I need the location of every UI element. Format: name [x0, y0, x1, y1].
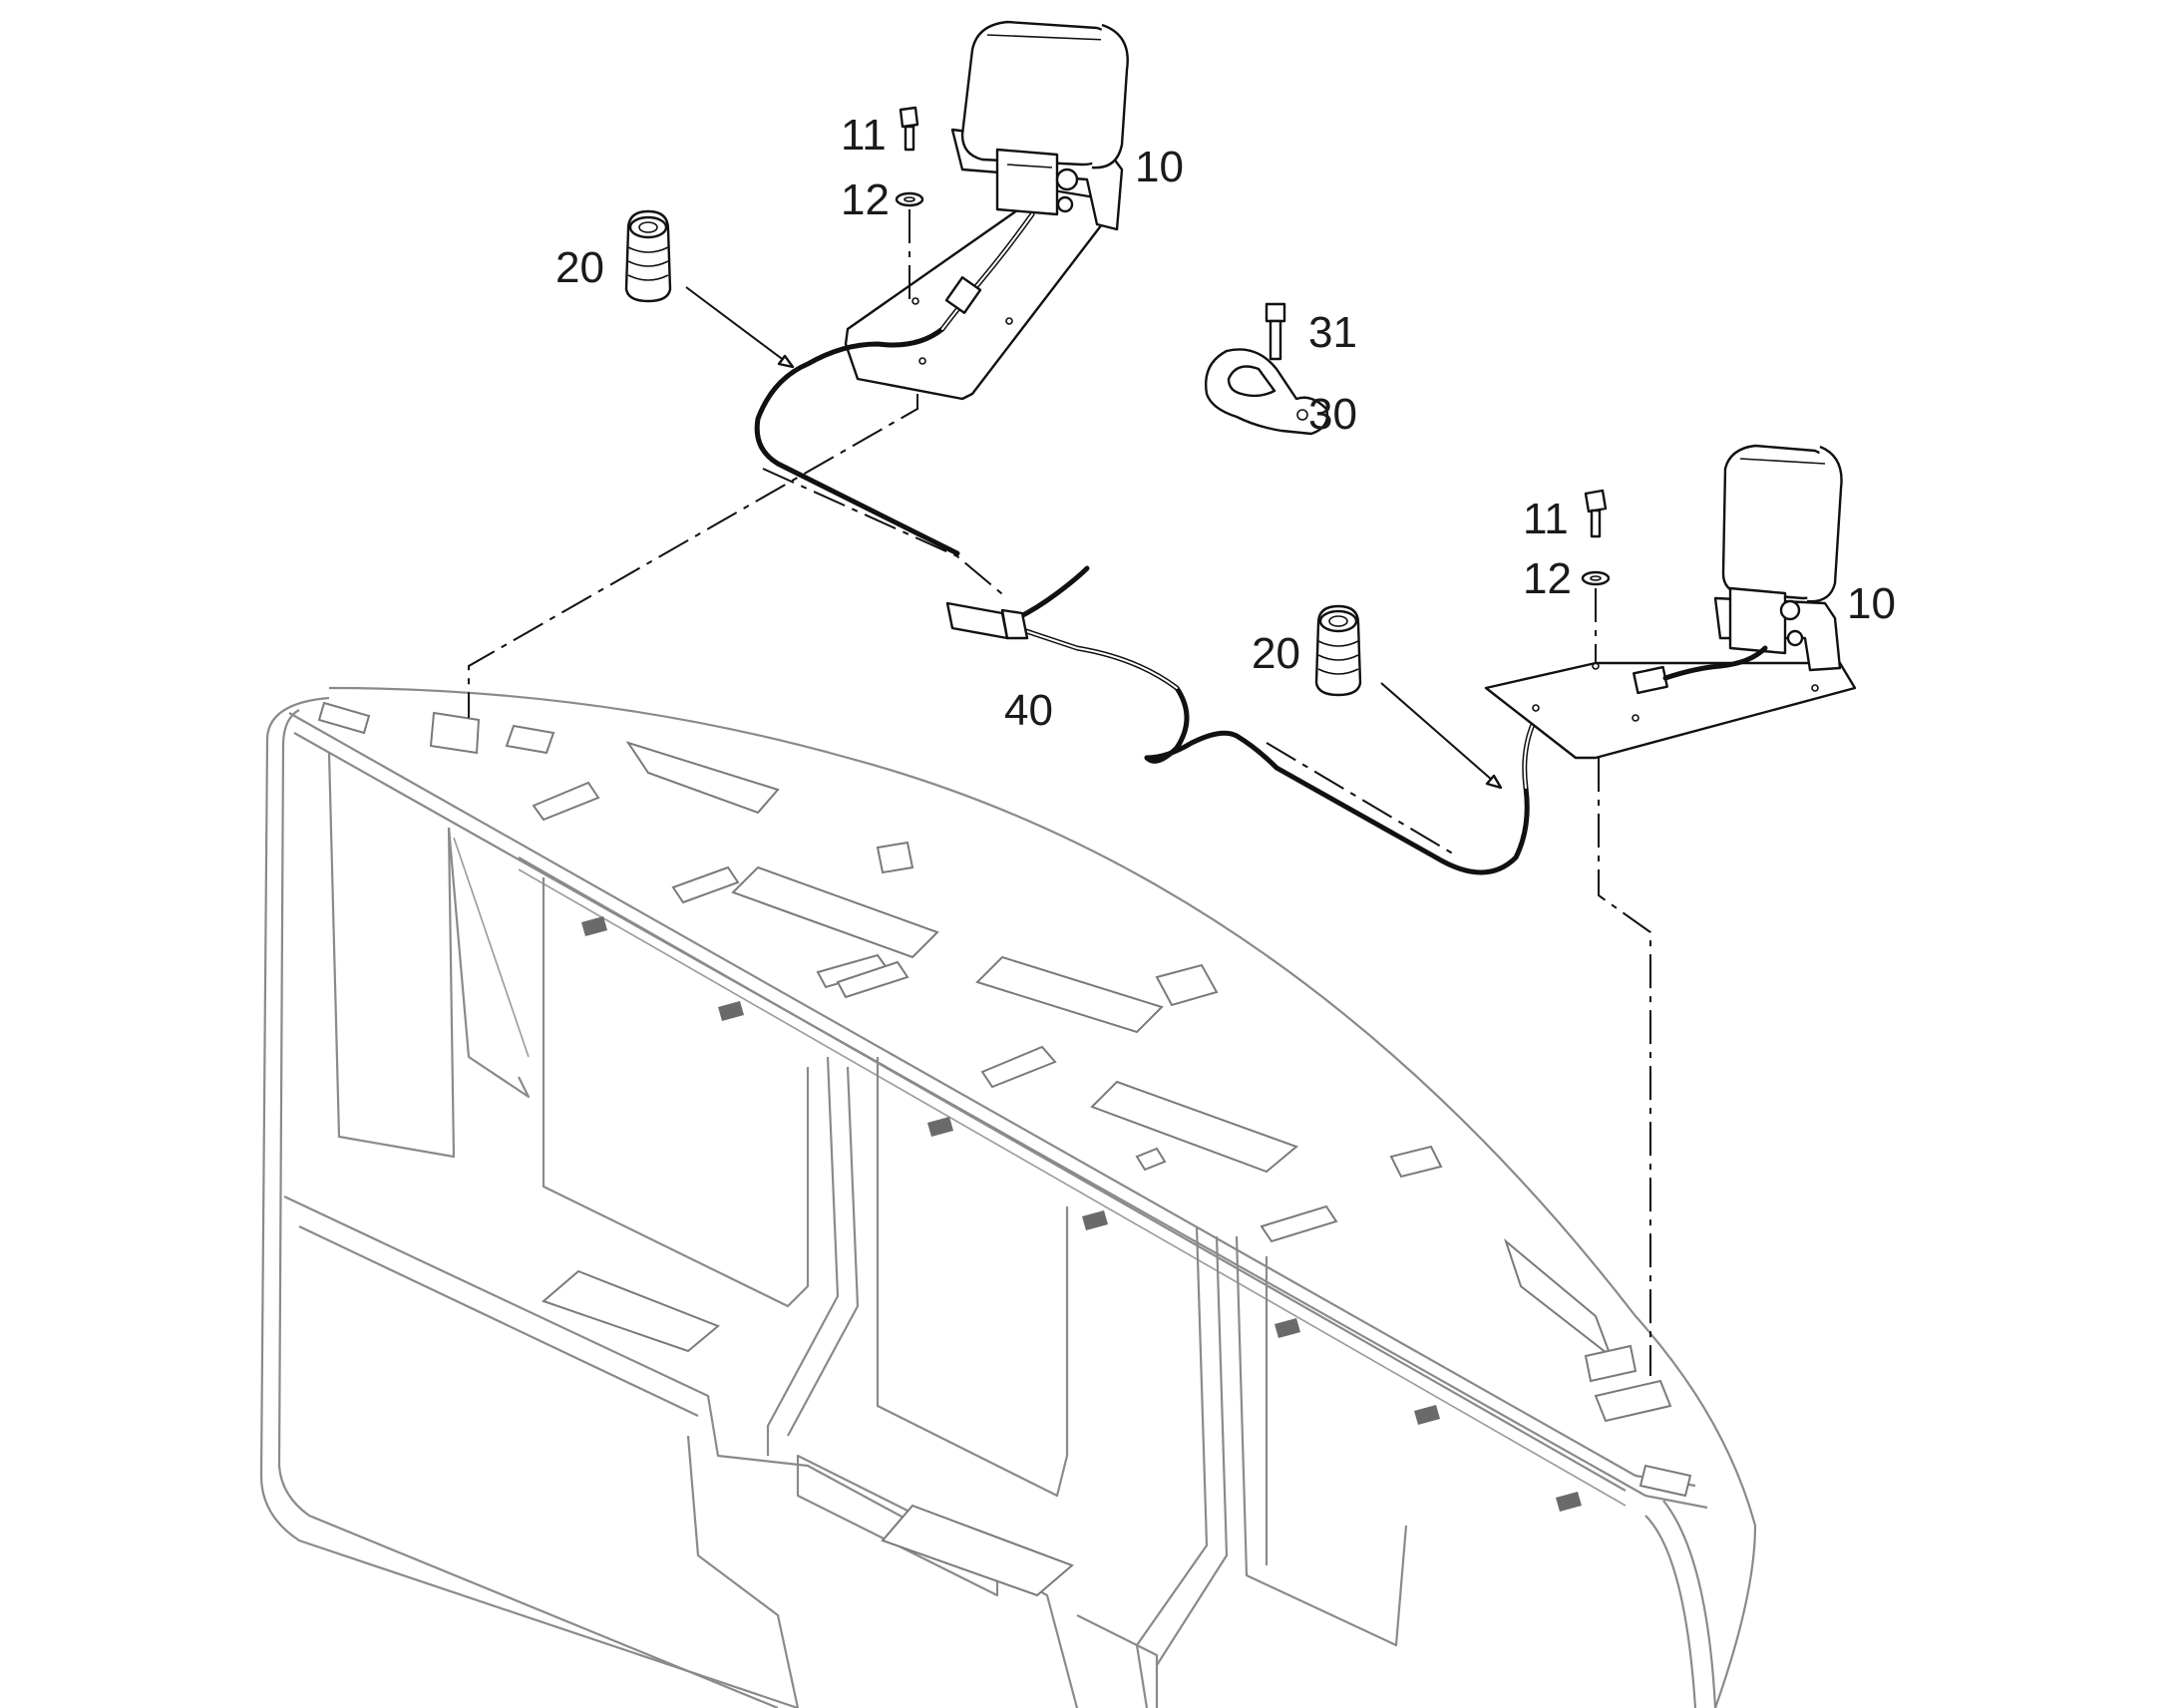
clamp-screw: [1265, 302, 1286, 361]
work-lamp-right: [1484, 444, 1857, 760]
bolt-right: [1584, 489, 1608, 538]
leader-lines: [468, 286, 1651, 1376]
work-lamp-left: [754, 20, 1129, 556]
callout-harness: 40: [1004, 686, 1053, 735]
grommet-right: [1314, 604, 1362, 697]
washer-left: [895, 191, 924, 207]
washer-right: [1581, 570, 1611, 586]
callout-grommet-right: 20: [1252, 629, 1300, 678]
callout-bolt-left: 11: [841, 111, 887, 160]
callout-bolt-right: 11: [1523, 495, 1569, 543]
callout-lamp-left: 10: [1135, 143, 1184, 191]
callout-clamp-screw: 31: [1308, 308, 1357, 357]
cab-roof-structure: [259, 686, 1757, 1708]
callout-labels: 10 11 12 20 31 30 40 11 12 10 20: [555, 111, 1896, 735]
callout-clamp: 30: [1308, 390, 1357, 439]
callout-washer-right: 12: [1523, 554, 1572, 603]
callout-washer-left: 12: [841, 175, 890, 224]
callout-grommet-left: 20: [555, 243, 604, 292]
bolt-left: [899, 106, 919, 152]
grommet-left: [624, 209, 672, 303]
callout-lamp-right: 10: [1847, 579, 1896, 628]
cable-clamp: [1205, 348, 1329, 436]
